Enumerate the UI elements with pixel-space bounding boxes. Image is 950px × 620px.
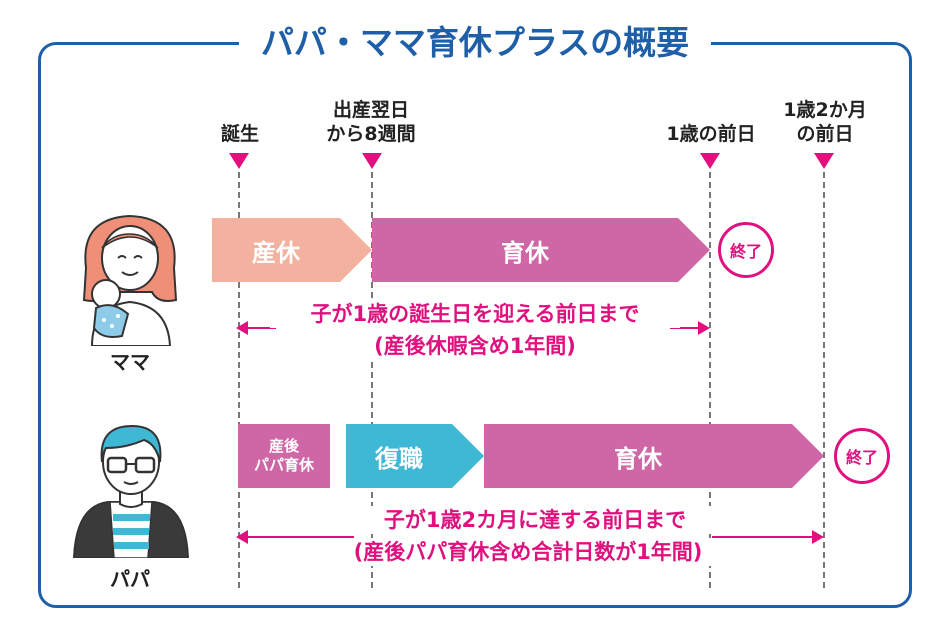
diagram-title: パパ・ママ育休プラスの概要 (0, 18, 950, 68)
mama-period-line-left (244, 327, 276, 329)
papa-childcare-leave-bar: 育休 (484, 424, 792, 488)
marker-label-birth: 誕生 (220, 123, 259, 145)
papa-return-to-work-arrowhead (452, 424, 484, 488)
papa-end-badge: 終了 (834, 428, 890, 484)
timeline-line-one-year (709, 172, 711, 588)
papa-return-to-work-label: 復職 (375, 444, 423, 473)
marker-label-one-year-two-months: 1歳2か月 の前日 (783, 99, 867, 145)
mama-childcare-leave-arrowhead (678, 218, 710, 282)
marker-label-eight-weeks: 出産翌日 から8週間 (326, 99, 416, 145)
papa-illustration (72, 424, 190, 558)
mama-childcare-leave-bar: 育休 (372, 218, 678, 282)
papa-period-text-1: 子が1歳2カ月に達する前日まで (350, 506, 720, 534)
marker-label-one-year: 1歳の前日 (666, 123, 756, 145)
papa-period-arrow-left (236, 530, 248, 544)
timeline-line-birth (238, 172, 240, 588)
mama-childcare-leave-label: 育休 (501, 238, 549, 267)
papa-period-line-left (244, 536, 354, 538)
mama-illustration (82, 214, 178, 346)
papa-return-to-work-bar: 復職 (346, 424, 452, 488)
mama-maternity-leave-bar: 産休 (212, 218, 340, 282)
mama-end-badge: 終了 (718, 222, 774, 278)
timeline-line-eight-weeks (371, 172, 373, 588)
marker-triangle-one-year (700, 153, 720, 169)
papa-period-line-right (712, 536, 812, 538)
mama-maternity-leave-arrowhead (340, 218, 372, 282)
mama-label: ママ (110, 350, 150, 374)
papa-postnatal-leave-bar: 産後 パパ育休 (238, 424, 330, 488)
mama-period-arrow-left (236, 321, 248, 335)
timeline-line-one-year-two-months (823, 172, 825, 588)
marker-triangle-one-year-two-months (814, 153, 834, 169)
mama-maternity-leave-label: 産休 (252, 238, 300, 267)
mama-period-text-1: 子が1歳の誕生日を迎える前日まで (270, 300, 680, 328)
mama-period-line-right (670, 327, 700, 329)
papa-postnatal-leave-label: 産後 パパ育休 (253, 437, 314, 474)
papa-period-arrow-right (812, 530, 824, 544)
papa-label: パパ (110, 567, 150, 591)
papa-childcare-leave-label: 育休 (614, 444, 662, 473)
papa-period-text-2: (産後パパ育休含め合計日数が1年間) (318, 538, 738, 566)
mama-period-text-2: (産後休暇含め1年間) (310, 332, 640, 360)
marker-triangle-birth (229, 153, 249, 169)
marker-triangle-eight-weeks (362, 153, 382, 169)
papa-childcare-leave-arrowhead (792, 424, 824, 488)
mama-period-arrow-right (698, 321, 710, 335)
